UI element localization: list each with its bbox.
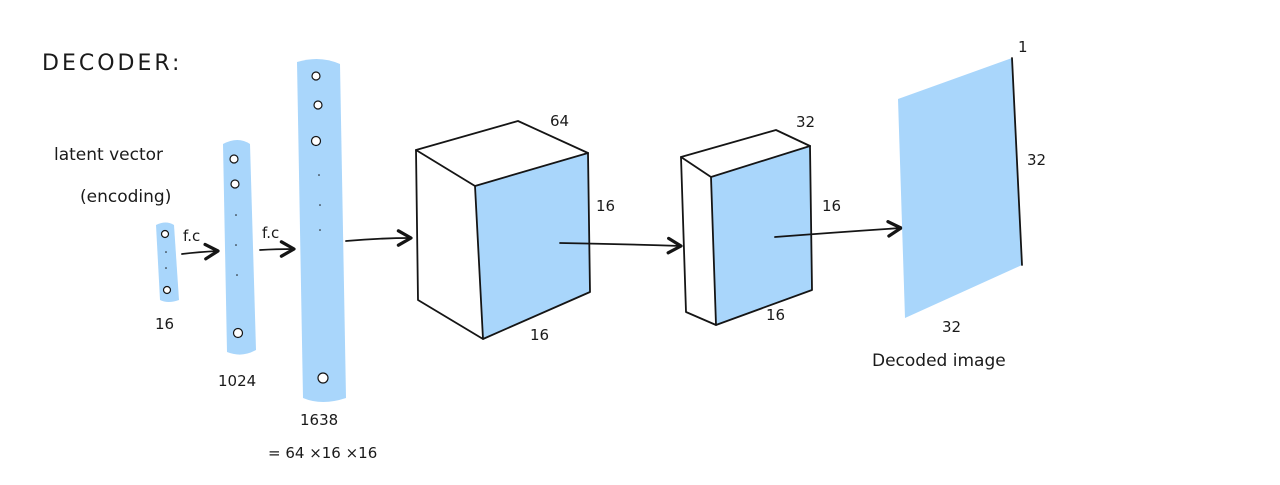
dense-layer-1638 xyxy=(297,58,346,402)
dense2-size-label: 1638 xyxy=(300,411,338,429)
input-size-label: 16 xyxy=(155,315,174,333)
deconv2-arrow xyxy=(774,220,903,238)
volume2-depth-label: 32 xyxy=(796,113,815,131)
output-width-label: 32 xyxy=(942,318,961,336)
volume2-width-label: 16 xyxy=(766,306,785,324)
decoded-image-plane xyxy=(898,57,1023,318)
fc1-arrow xyxy=(181,242,220,261)
input-vector xyxy=(156,222,179,302)
volume1-width-label: 16 xyxy=(530,326,549,344)
reshape-arrow xyxy=(345,229,413,247)
dense-layer-1024 xyxy=(223,140,256,355)
fc2-label: f.c xyxy=(262,224,279,242)
output-depth-label: 1 xyxy=(1018,38,1028,56)
volume-64x16x16 xyxy=(415,120,591,340)
volume-32x16x16 xyxy=(680,129,813,326)
deconv1-arrow xyxy=(559,236,683,255)
volume2-height-label: 16 xyxy=(822,197,841,215)
latent-label-line2: (encoding) xyxy=(80,187,171,207)
volume1-depth-label: 64 xyxy=(550,112,569,130)
fc1-label: f.c xyxy=(183,227,200,245)
volume1-height-label: 16 xyxy=(596,197,615,215)
fc2-arrow xyxy=(259,240,296,258)
dense2-reshape-note: = 64 ×16 ×16 xyxy=(268,444,377,462)
output-height-label: 32 xyxy=(1027,151,1046,169)
decoded-image-caption: Decoded image xyxy=(872,351,1006,371)
dense1-size-label: 1024 xyxy=(218,372,256,390)
latent-label-line1: latent vector xyxy=(54,145,163,165)
diagram-title: DECODER: xyxy=(42,51,182,76)
